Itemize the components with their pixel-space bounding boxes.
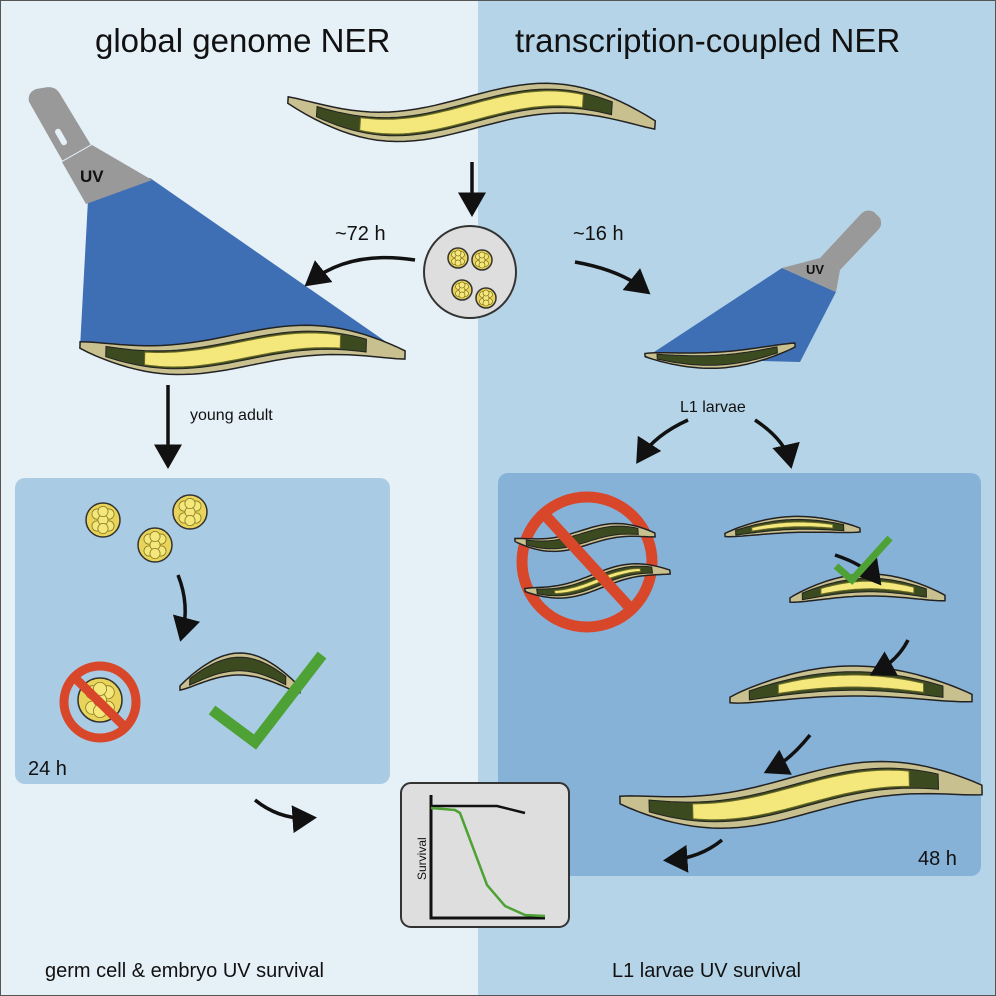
arrow-72h <box>304 255 416 287</box>
uv-label-right: UV <box>806 262 824 277</box>
uv-beam-right <box>645 268 836 362</box>
left-footer: germ cell & embryo UV survival <box>45 960 324 982</box>
right-box-time: 48 h <box>918 848 957 870</box>
stage-l1-larvae: L1 larvae <box>680 399 746 416</box>
l1-larva-irradiated <box>644 342 796 370</box>
control-survival-line <box>431 804 526 815</box>
arrow-l1-right <box>754 418 800 469</box>
l1-larva-arrested-2 <box>523 563 672 599</box>
arrow-to-chart <box>253 798 317 834</box>
arrow-growth-2 <box>869 639 910 676</box>
uv-label-left: UV <box>80 167 104 186</box>
larva-growing-1 <box>724 515 861 538</box>
embryo <box>85 502 121 538</box>
larva-growing-2 <box>789 573 946 603</box>
right-title: transcription-coupled NER <box>515 22 900 59</box>
arrow-16h <box>574 260 651 295</box>
prohibit-slash <box>71 674 129 731</box>
larva-growing-3 <box>729 665 973 704</box>
survival-chart: Survival <box>400 782 570 928</box>
embryo <box>447 247 469 269</box>
adult-worm-recovered <box>619 760 983 829</box>
uv-lamp-left: UV <box>26 84 152 204</box>
right-footer: L1 larvae UV survival <box>612 960 801 982</box>
check-icon-left <box>208 651 327 750</box>
embryo <box>172 494 208 530</box>
chart-axes <box>429 795 545 920</box>
prohibit-icon-larvae <box>516 491 658 633</box>
arrow-growth-3 <box>763 733 812 775</box>
stage-young-adult: young adult <box>190 407 273 424</box>
check-icon-right <box>833 535 893 585</box>
chart-ylabel: Survival <box>415 837 429 880</box>
uv-lamp-right: UV <box>782 210 882 292</box>
embryo <box>471 249 493 271</box>
adult-worm-top <box>287 82 657 143</box>
embryo <box>137 527 173 563</box>
left-box-time: 24 h <box>28 758 67 780</box>
left-title: global genome NER <box>95 22 390 59</box>
egg-dish <box>423 225 517 319</box>
arrow-l1-left <box>636 418 689 464</box>
timing-72h: ~72 h <box>335 223 386 245</box>
adult-worm-irradiated <box>79 324 406 376</box>
embryo <box>475 287 497 309</box>
embryo <box>451 279 473 301</box>
prohibit-icon-embryo <box>59 661 141 743</box>
timing-16h: ~16 h <box>573 223 624 245</box>
arrow-eggs-down <box>172 574 201 642</box>
uv-beam-left <box>80 178 405 355</box>
prohibit-slash <box>540 511 637 614</box>
arrow-to-chart-right <box>663 838 724 873</box>
mutant-survival-line <box>430 806 546 918</box>
